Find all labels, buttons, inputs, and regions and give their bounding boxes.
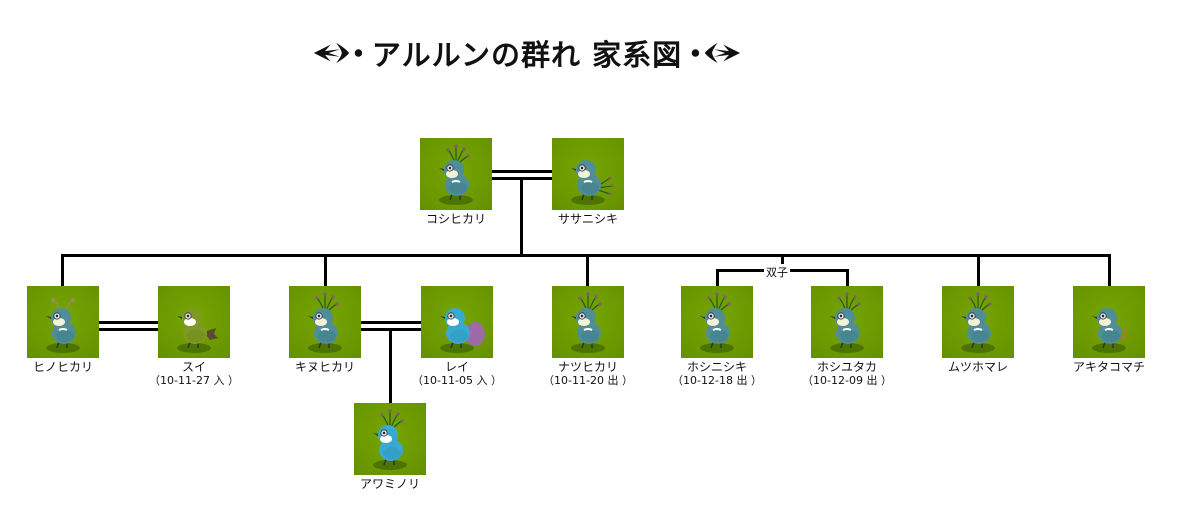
bird-avatar-icon[interactable] <box>420 138 492 210</box>
page-title-row: アルルンの群れ 家系図 <box>312 30 742 76</box>
bird-icon <box>439 144 473 205</box>
member-name: ホシニシキ <box>686 360 747 374</box>
drop-hoshiyutaka <box>846 269 849 286</box>
bird-avatar-icon[interactable] <box>158 286 230 358</box>
member-rei[interactable]: レイ （10-11-05 入 ） <box>412 286 502 387</box>
bird-icon <box>373 409 407 470</box>
member-name: スイ <box>181 360 206 374</box>
drop-hoshinishiki <box>716 269 719 286</box>
bird-icon <box>571 292 605 353</box>
marriage-line-gen1-top <box>492 170 552 173</box>
member-hinohikari[interactable]: ヒノヒカリ <box>27 286 99 374</box>
bird-avatar-icon[interactable] <box>1073 286 1145 358</box>
member-date: （10-11-05 入 ） <box>412 374 502 387</box>
bird-avatar-icon[interactable] <box>552 138 624 210</box>
member-hoshinishiki[interactable]: ホシニシキ （10-12-18 出 ） <box>672 286 762 387</box>
drop-kinuhikari <box>324 254 327 286</box>
drop-akitakomachi <box>1108 254 1111 286</box>
ornament-left-icon <box>313 42 363 64</box>
bird-avatar-icon[interactable] <box>681 286 753 358</box>
bird-avatar-icon[interactable] <box>811 286 883 358</box>
drop-twins <box>781 254 784 270</box>
marriage-line-kinu-top <box>361 321 421 324</box>
marriage-line-hino-bottom <box>99 328 159 331</box>
member-name: ナツヒカリ <box>557 360 618 374</box>
member-name: ササニシキ <box>557 212 618 226</box>
member-name: アキタコマチ <box>1072 360 1145 374</box>
member-mutsuhomare[interactable]: ムツホマレ <box>942 286 1014 374</box>
member-name: ムツホマレ <box>947 360 1008 374</box>
member-akitakomachi[interactable]: アキタコマチ <box>1073 286 1145 374</box>
member-name: レイ <box>444 360 469 374</box>
marriage-line-kinu-bottom <box>361 328 421 331</box>
member-kinuhikari[interactable]: キヌヒカリ <box>289 286 361 374</box>
bird-icon <box>177 308 218 353</box>
member-name: アワミノリ <box>359 477 420 491</box>
member-awaminori[interactable]: アワミノリ <box>354 403 426 491</box>
descent-line-kinu <box>389 331 392 404</box>
bird-avatar-icon[interactable] <box>552 286 624 358</box>
member-date: （10-12-18 出 ） <box>672 374 762 387</box>
bird-icon <box>46 298 80 353</box>
member-date: （10-12-09 出 ） <box>802 374 892 387</box>
drop-hinohikari <box>61 254 64 286</box>
bird-icon <box>440 308 485 353</box>
bird-icon <box>830 292 864 353</box>
bird-icon <box>700 292 734 353</box>
member-date: （10-11-20 出 ） <box>543 374 633 387</box>
bird-avatar-icon[interactable] <box>942 286 1014 358</box>
bird-icon <box>308 292 342 353</box>
descent-line-gen1 <box>520 180 523 256</box>
member-natsuhikari[interactable]: ナツヒカリ （10-11-20 出 ） <box>543 286 633 387</box>
bird-avatar-icon[interactable] <box>354 403 426 475</box>
drop-mutsuhomare <box>977 254 980 286</box>
member-hoshiyutaka[interactable]: ホシユタカ （10-12-09 出 ） <box>802 286 892 387</box>
member-date: （10-11-27 入 ） <box>149 374 239 387</box>
drop-natsuhikari <box>586 254 589 286</box>
member-name: コシヒカリ <box>425 212 486 226</box>
bird-icon <box>571 160 614 205</box>
member-sui[interactable]: スイ （10-11-27 入 ） <box>149 286 239 387</box>
bird-avatar-icon[interactable] <box>289 286 361 358</box>
member-name: ホシユタカ <box>816 360 877 374</box>
ornament-right-icon <box>691 42 741 64</box>
bird-avatar-icon[interactable] <box>421 286 493 358</box>
marriage-line-hino-top <box>99 321 159 324</box>
bird-avatar-icon[interactable] <box>27 286 99 358</box>
member-sasanishiki[interactable]: ササニシキ <box>552 138 624 226</box>
page-title: アルルンの群れ 家系図 <box>371 38 683 72</box>
member-name: ヒノヒカリ <box>32 360 93 374</box>
bird-icon <box>1092 308 1128 353</box>
member-koshihikari[interactable]: コシヒカリ <box>420 138 492 226</box>
twins-label: 双子 <box>764 264 790 280</box>
marriage-line-gen1-bottom <box>492 177 552 180</box>
bird-icon <box>961 292 995 353</box>
member-name: キヌヒカリ <box>294 360 355 374</box>
